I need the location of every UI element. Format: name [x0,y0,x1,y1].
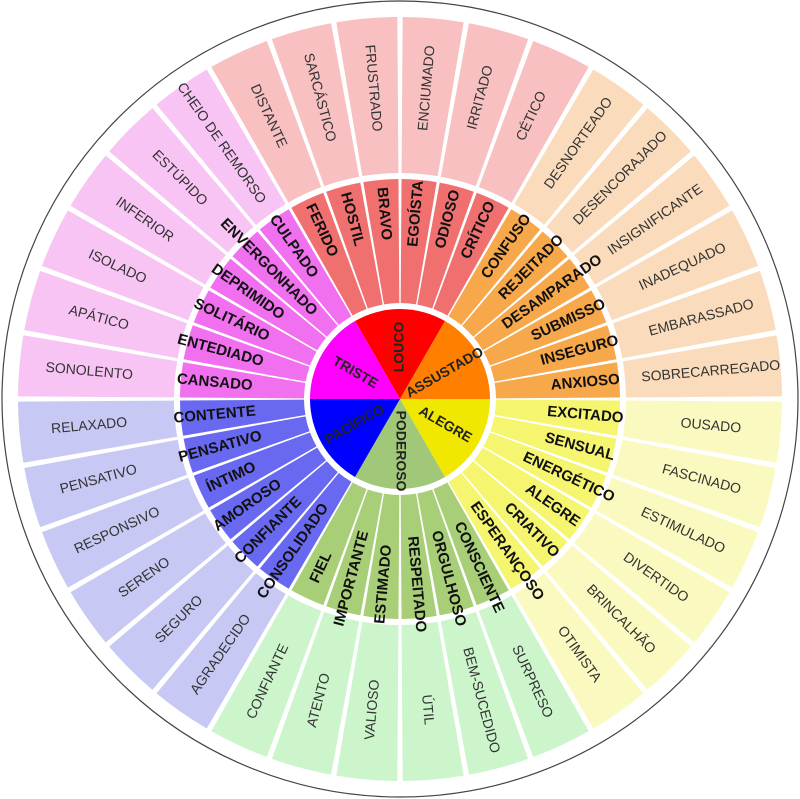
middle-segment [210,447,327,540]
outer-segment [622,335,782,398]
middle-segment [473,258,590,351]
outer-segment [18,400,178,463]
outer-segment [574,155,730,285]
wheel-label: ESTIMADO [371,544,395,625]
outer-segment [440,611,529,775]
middle-segment [490,416,617,473]
middle-segment [462,231,568,337]
middle-segment [326,489,383,616]
outer-segment [478,40,589,203]
middle-segment [259,472,352,589]
outer-segment [41,210,204,321]
middle-segment [232,231,338,337]
middle-segment [193,290,317,366]
middle-segment [400,493,437,619]
core-segment [400,399,490,477]
wheel-label: ANXIOSO [550,371,621,394]
outer-segment [18,335,178,398]
wheel-label: PODEROSO [393,411,409,492]
middle-segment [448,472,541,589]
outer-segment [546,108,691,253]
wheel-label: BRAVO [374,186,396,241]
wheel-label: FRUSTRADO [362,44,386,132]
outer-segment [271,611,360,775]
middle-segment [180,362,306,399]
wheel-label: LOUCO [391,322,407,373]
outer-segment [401,621,464,781]
middle-segment [326,182,383,309]
outer-segment [109,545,254,690]
core-segment [310,321,400,399]
outer-segment [612,270,776,359]
outer-segment [156,69,286,225]
outer-segment [336,621,399,781]
outer-segment [440,23,529,187]
wheel-label: EXCITADO [547,403,625,427]
outer-segment [41,477,204,588]
middle-segment [448,209,541,326]
outer-segment [401,17,464,177]
middle-segment [259,209,352,326]
core-segment [355,399,445,489]
core-segment [355,309,445,399]
middle-segment [417,489,474,616]
outer-segment [109,108,254,253]
wheel-label: SONOLENTO [45,359,134,383]
middle-segment [400,179,437,305]
outer-segment [596,477,759,588]
outer-segment [156,573,286,729]
wheel-label: ÚTIL [419,694,438,726]
middle-segment [363,493,400,619]
middle-segment [473,447,590,540]
middle-segment [363,179,400,305]
wheel-label: RELAXADO [50,414,127,437]
wheel-label: ENCIUMADO [414,45,437,132]
outer-segment [574,513,730,643]
wheel-label: EGOÍSTA [404,180,427,248]
wheel-label: OUSADO [680,414,742,435]
outer-segment [622,400,782,463]
middle-segment [483,290,607,366]
middle-segment [494,362,620,399]
outer-segment [271,23,360,187]
middle-segment [433,192,509,316]
outer-segment [211,40,322,203]
outer-segment [336,17,399,177]
outer-segment [546,545,691,690]
outer-segment [612,439,776,528]
middle-segment [193,432,317,508]
core-segment [400,321,490,399]
outer-segment [478,595,589,758]
middle-segment [417,182,474,309]
outer-segment [24,270,188,359]
middle-segment [462,461,568,567]
core-segment [310,399,400,477]
middle-segment [183,325,310,382]
middle-segment [291,192,367,316]
wheel-label: CANSADO [176,370,253,394]
middle-segment [494,399,620,436]
middle-segment [180,399,306,436]
core-ring: LOUCOASSUSTADOALEGREPODEROSOPACÍFICOTRIS… [310,309,490,492]
outer-segment [211,595,322,758]
wheel-label: VALIOSO [361,679,382,741]
middle-segment [210,258,327,351]
middle-segment [483,432,607,508]
middle-segment [490,325,617,382]
outer-segment [70,155,226,285]
outer-segment [70,513,226,643]
middle-segment [232,461,338,567]
outer-segment [514,69,644,225]
middle-segment [291,482,367,606]
middle-segment [433,482,509,606]
middle-segment [183,416,310,473]
outer-segment [24,439,188,528]
outer-segment [514,573,644,729]
outer-segment [596,210,759,321]
